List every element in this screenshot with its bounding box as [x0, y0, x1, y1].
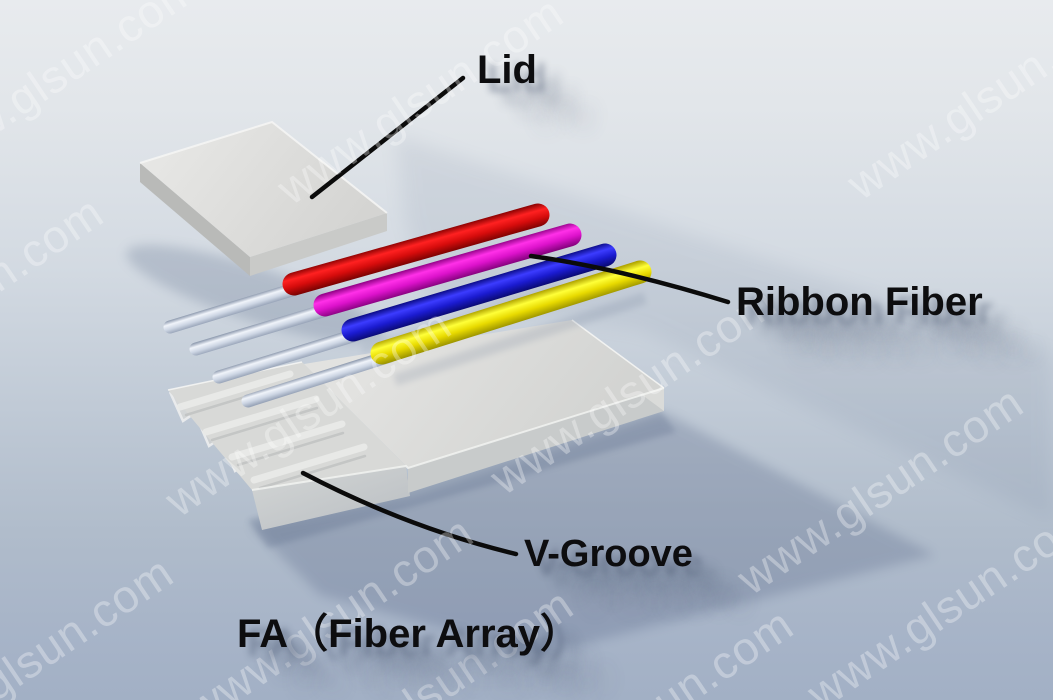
block-front-edge-highlight — [251, 387, 665, 491]
bare-fiber-1 — [163, 279, 312, 334]
lid-leader-line — [309, 75, 466, 200]
lid-block — [139, 120, 388, 276]
block-front-right-face — [408, 388, 664, 493]
fiber-jacket-blue — [341, 243, 617, 342]
block-front-left-face — [252, 466, 410, 530]
block-shadow — [250, 412, 935, 655]
block-right-edge-highlight — [571, 319, 665, 389]
v-groove-label: V-Groove — [524, 533, 693, 575]
bare-fiber-4 — [241, 349, 397, 408]
ribbon-fibers — [163, 203, 652, 408]
block-contact-shadow — [248, 410, 676, 548]
v-groove-leader-line — [300, 470, 519, 557]
groove-lines — [176, 370, 368, 490]
fiber-shadow-on-block — [393, 292, 647, 386]
lid-left-face — [140, 163, 250, 276]
fiber-array-caption: FA（Fiber Array） — [237, 612, 581, 656]
fiber-jacket-yellow — [370, 260, 652, 365]
bare-fiber-2 — [189, 300, 343, 356]
lid-top-face — [140, 122, 387, 257]
fiber-jacket-red — [282, 203, 550, 296]
lid-edge-highlight — [139, 120, 388, 214]
leader-lines — [300, 75, 731, 557]
lid-front-face — [250, 213, 387, 276]
bare-fiber-3 — [212, 326, 369, 384]
ribbon-fiber-label: Ribbon Fiber — [736, 280, 983, 324]
fiber-jacket-magenta — [313, 223, 582, 317]
ribbon-fiber-leader-line — [528, 253, 731, 305]
lid-label: Lid — [477, 48, 537, 92]
